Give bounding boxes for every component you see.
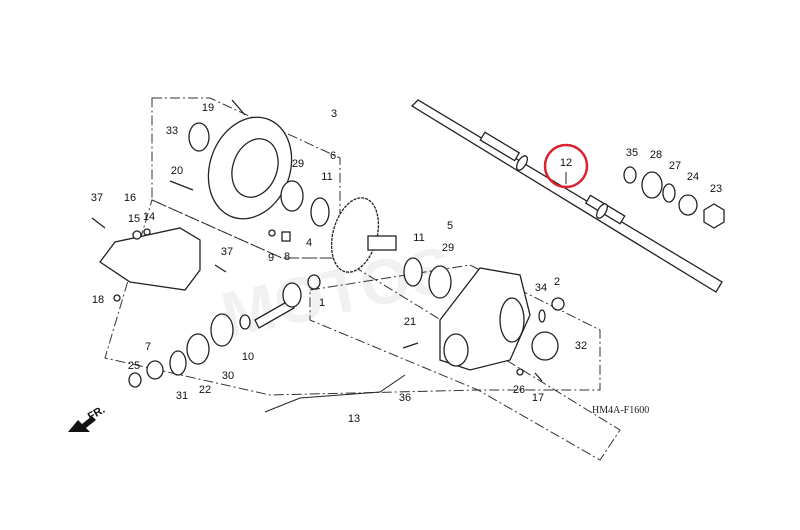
callout-17: 17 <box>532 392 544 404</box>
shim-3 <box>239 314 251 330</box>
final-gear-case <box>439 267 531 371</box>
callout-19: 19 <box>202 102 214 114</box>
callout-7: 7 <box>145 341 151 353</box>
skid-guard <box>99 227 201 291</box>
bearing-2 <box>428 265 452 299</box>
gear-case-cover <box>207 116 293 220</box>
hex-nut <box>703 203 725 229</box>
callout-28: 28 <box>650 149 662 161</box>
bearing-3 <box>210 313 234 347</box>
callout-30: 30 <box>222 370 234 382</box>
pinion-gear <box>254 282 302 329</box>
stopper-ring <box>169 350 187 376</box>
bolt-17 <box>534 372 543 382</box>
callout-12: 12 <box>560 157 572 169</box>
collar <box>662 183 676 203</box>
callout-20: 20 <box>171 165 183 177</box>
callout-27: 27 <box>669 160 681 172</box>
plug <box>281 231 291 242</box>
callout-36: 36 <box>399 392 411 404</box>
nut <box>128 372 142 388</box>
seal-2 <box>186 333 210 365</box>
callout-11b: 11 <box>413 232 424 244</box>
callout-3: 3 <box>331 108 337 120</box>
o-ring <box>538 309 546 323</box>
callout-26: 26 <box>513 384 525 396</box>
circlip <box>623 166 637 184</box>
callout-22: 22 <box>199 384 211 396</box>
needle-bearing <box>307 274 321 290</box>
washer-small <box>268 229 276 237</box>
callout-37b: 37 <box>221 246 233 258</box>
callout-31: 31 <box>176 390 188 402</box>
callout-35: 35 <box>626 147 638 159</box>
callout-16: 16 <box>124 192 136 204</box>
castle-nut <box>678 194 698 216</box>
washer <box>641 171 663 199</box>
svg-text:FR.: FR. <box>86 404 107 423</box>
callout-15: 15 <box>128 213 140 225</box>
callout-18: 18 <box>92 294 104 306</box>
callout-4: 4 <box>306 237 312 249</box>
shim-2 <box>403 257 423 287</box>
shim <box>310 197 330 227</box>
callout-1: 1 <box>319 297 325 309</box>
callout-2: 2 <box>554 276 560 288</box>
callout-11: 11 <box>321 171 332 183</box>
callout-29: 29 <box>292 158 304 170</box>
callout-21: 21 <box>404 316 416 328</box>
callout-29b: 29 <box>442 242 454 254</box>
callout-32: 32 <box>575 340 587 352</box>
callout-23: 23 <box>710 183 722 195</box>
callout-14: 14 <box>143 211 155 223</box>
rear-axle-shaft <box>410 99 723 293</box>
callout-24: 24 <box>687 171 699 183</box>
bearing-4 <box>146 360 164 380</box>
callout-5: 5 <box>447 220 453 232</box>
stud-bolt <box>402 342 419 349</box>
callout-8: 8 <box>284 251 290 263</box>
frame-case-assembly <box>309 264 601 391</box>
callout-33: 33 <box>166 125 178 137</box>
callout-25: 25 <box>128 360 140 372</box>
bearing <box>280 180 304 212</box>
diagram-code: HM4A-F1600 <box>592 405 649 416</box>
callout-6: 6 <box>330 150 336 162</box>
cap <box>551 297 565 311</box>
breather-tube <box>264 374 406 413</box>
callout-10: 10 <box>242 351 254 363</box>
callout-37: 37 <box>91 192 103 204</box>
highlight-circle <box>543 143 589 189</box>
front-direction-arrow: FR. <box>68 404 107 432</box>
ring-gear <box>330 197 397 273</box>
oil-seal-2 <box>531 331 559 361</box>
callout-34: 34 <box>535 282 547 294</box>
washer-3 <box>516 368 524 376</box>
oil-seal <box>188 122 210 152</box>
callout-13: 13 <box>348 413 360 425</box>
callout-9: 9 <box>268 252 274 264</box>
callout-labels: 19 3 33 6 29 11 20 37 16 15 14 37 9 8 4 … <box>91 102 722 425</box>
